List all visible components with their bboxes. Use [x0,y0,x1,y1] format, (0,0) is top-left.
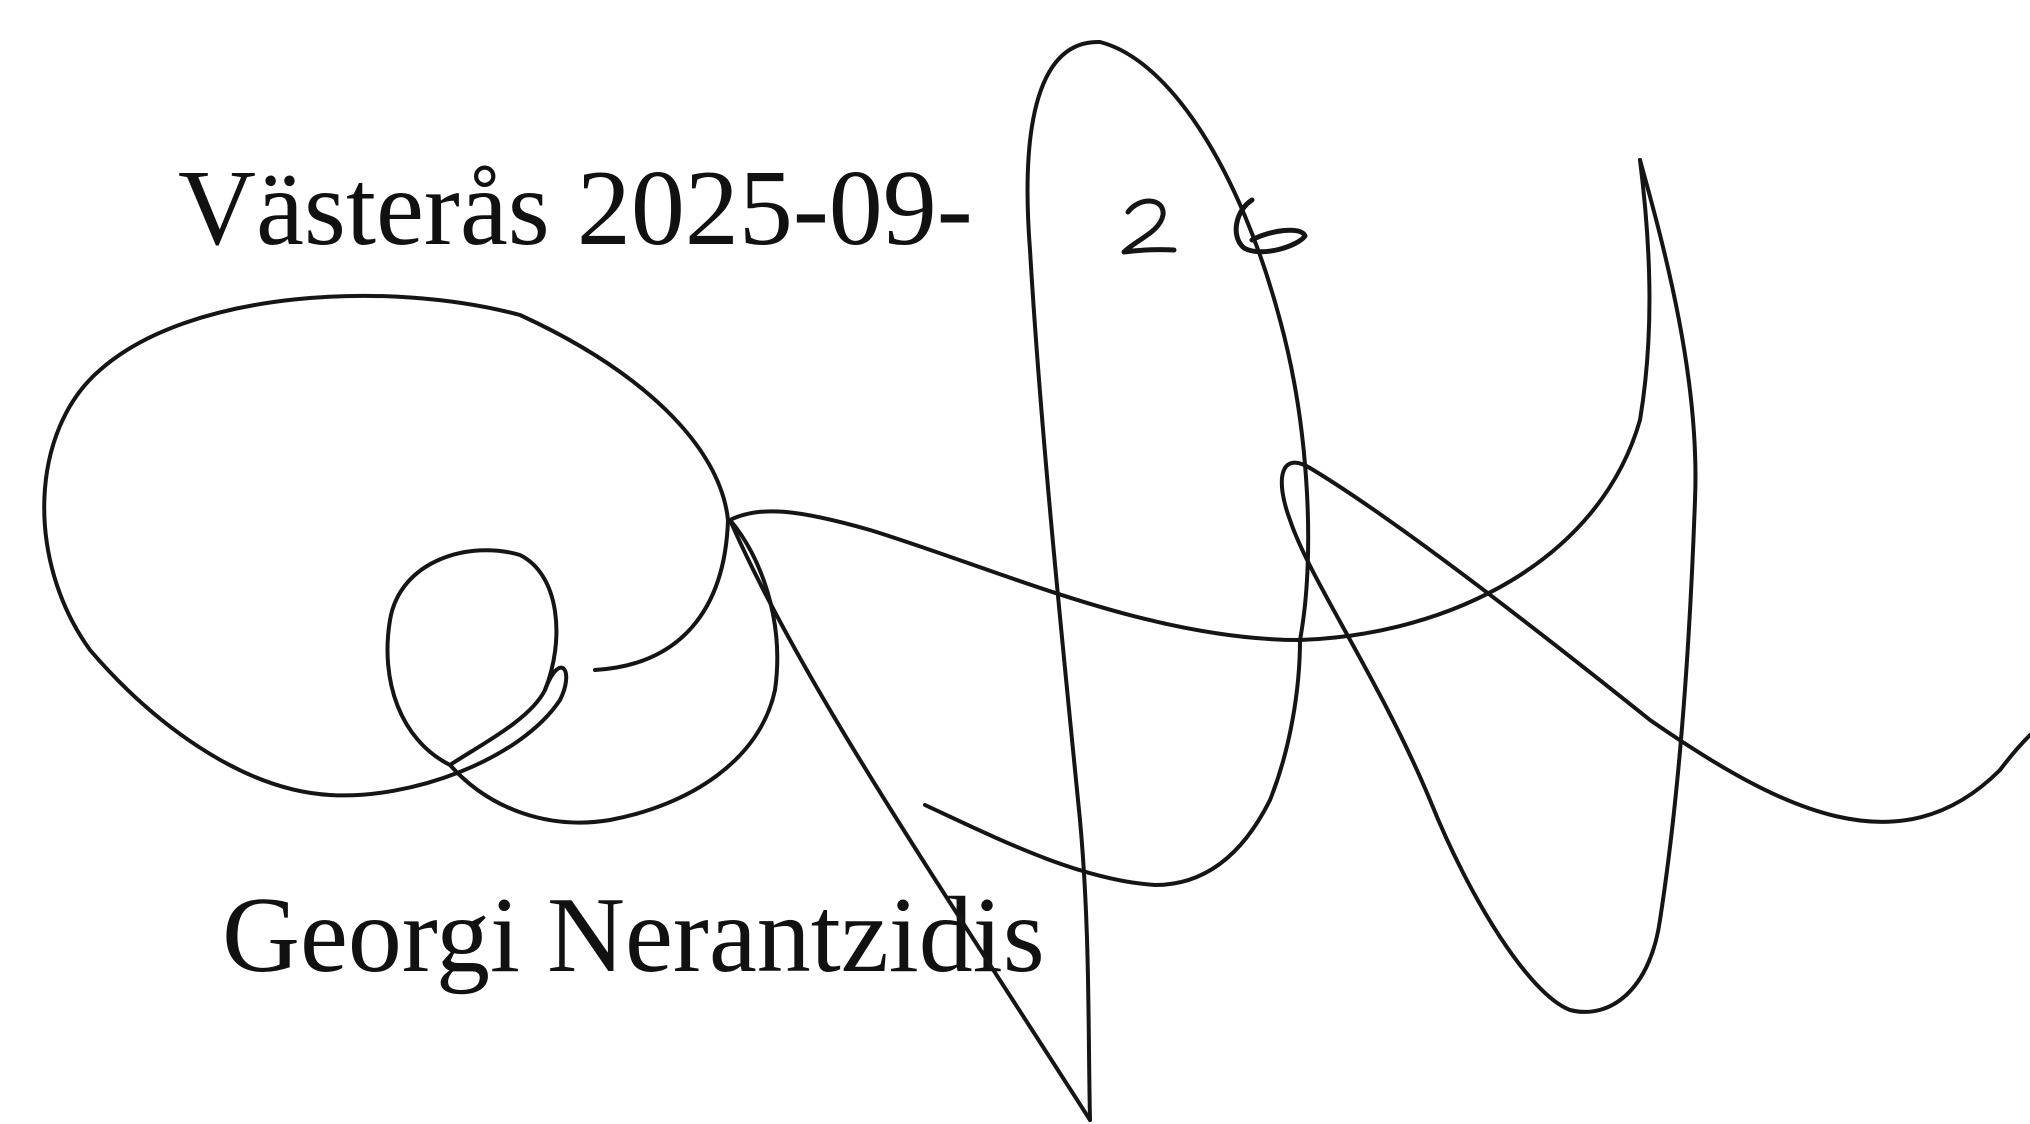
signature-outer-loop [42,293,730,798]
signature-bottom-stroke [923,638,1302,887]
signature-tall-loop [1025,39,1311,1122]
place-date-printed: Västerås 2025-09- [178,149,973,268]
place-date-line: Västerås 2025-09- [178,155,973,263]
signature-inner-loop [385,548,559,767]
signature-lower-curve [448,518,780,825]
signer-name: Georgi Nerantzidis [222,876,1045,995]
signature-right-loop-down [1279,158,2030,1014]
signature-sweep [728,158,1652,642]
signature-diagonal-down [728,518,1092,1122]
